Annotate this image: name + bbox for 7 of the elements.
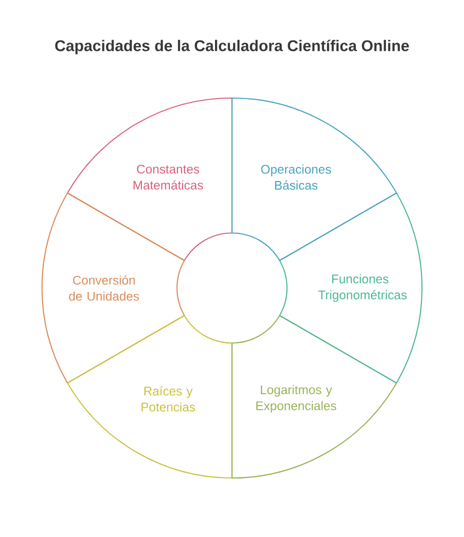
ring-segment: Conversión de Unidades	[41, 192, 185, 384]
ring-segment: Constantes Matemáticas	[66, 97, 233, 262]
ring-segment: Raíces y Potencias	[66, 314, 233, 479]
ring-segment: Operaciones Básicas	[231, 97, 398, 262]
ring-segment: Logaritmos y Exponenciales	[231, 314, 398, 479]
title: Capacidades de la Calculadora Científica Online	[55, 40, 409, 54]
ring-segment: Funciones Trigonométricas	[279, 192, 423, 384]
